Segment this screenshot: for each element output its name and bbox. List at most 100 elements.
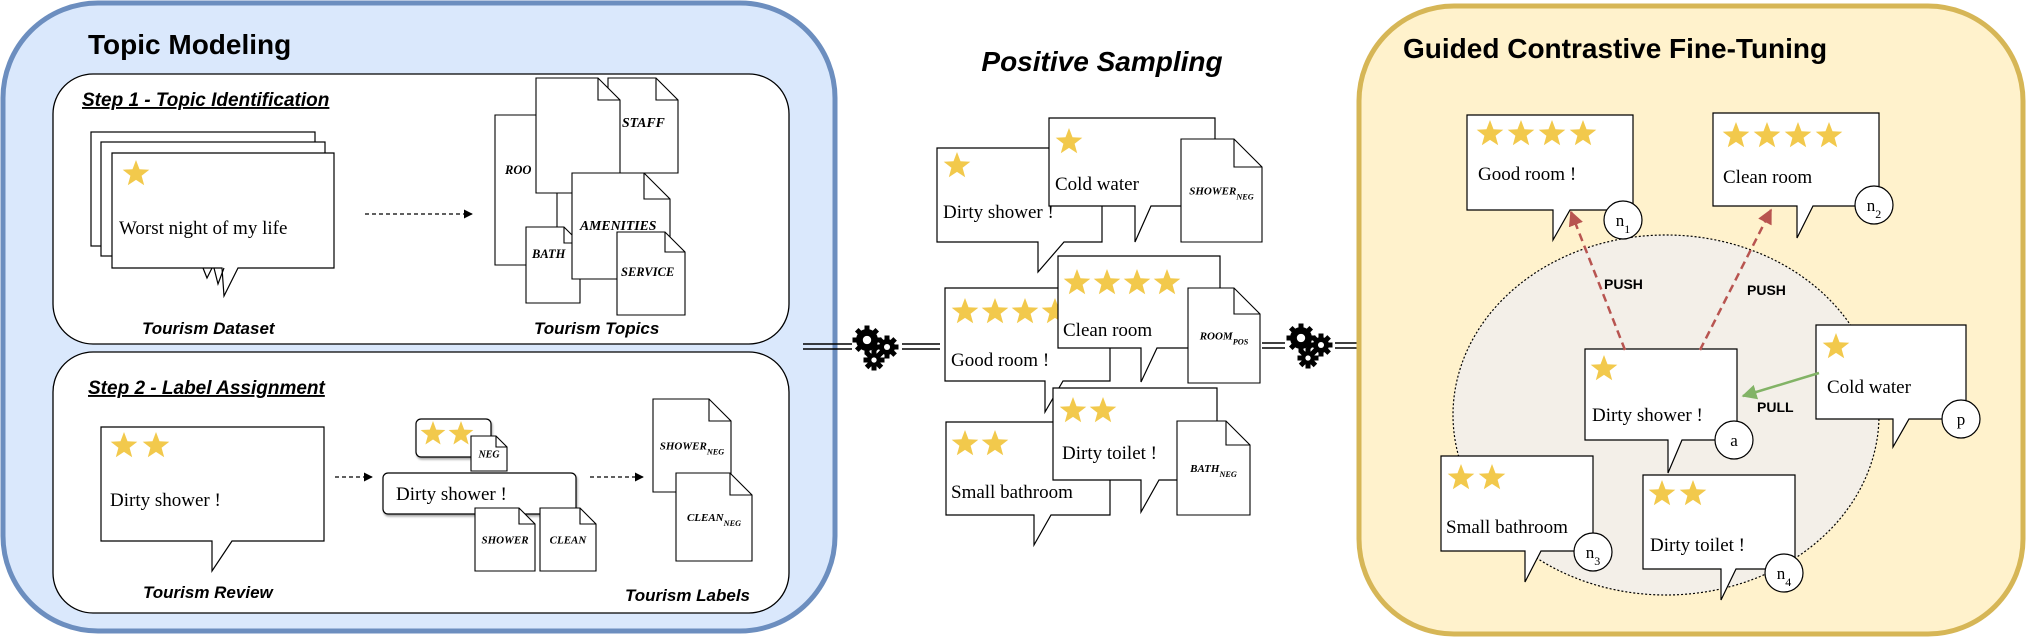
tourism-dataset-stack: Worst night of my life — [90, 131, 335, 299]
star-icon — [1041, 298, 1069, 324]
push-arrow-2 — [1698, 208, 1773, 351]
speech-bubble-icon — [1712, 112, 1880, 239]
star-icon — [1648, 480, 1676, 506]
step2-middle-text: Dirty shower ! — [396, 484, 507, 505]
document-icon: BATH — [525, 226, 581, 304]
role-badge: n3 — [1573, 532, 1613, 572]
speech-bubble-icon — [1815, 324, 1967, 450]
star-icon — [1063, 269, 1091, 295]
document-icon: CLEANNEG — [675, 472, 753, 562]
topic-modeling-panel: Topic Modeling Step 1 - Topic Identifica… — [0, 0, 838, 634]
star-icon — [420, 421, 446, 445]
sample-card: Dirty toilet ! BATHNEG — [1052, 387, 1251, 516]
embedding-card: Cold water p — [1815, 324, 1981, 450]
step1-review-text: Worst night of my life — [119, 218, 287, 239]
embedding-card-text: Small bathroom — [1446, 517, 1568, 538]
document-label: CLEANNEG — [687, 512, 741, 528]
sample-card-text: Dirty shower ! — [943, 202, 1054, 223]
speech-bubble-icon — [1440, 455, 1594, 583]
document-label: ROOMPOS — [1199, 331, 1249, 347]
embedding-card-text: Dirty toilet ! — [1650, 535, 1745, 556]
speech-bubble-icon — [1642, 474, 1796, 601]
positive-sampling-title: Positive Sampling — [981, 46, 1222, 77]
star-icon — [1011, 298, 1039, 324]
document-icon: SHOWERNEG — [652, 398, 732, 493]
sample-card-text: Cold water — [1055, 174, 1140, 195]
role-badge: p — [1941, 399, 1981, 439]
document-icon: SHOWER — [474, 507, 536, 572]
document-icon: BATHNEG — [1176, 420, 1251, 516]
topic-modeling-title: Topic Modeling — [88, 29, 291, 60]
document-icon: ROOMPOS — [1187, 287, 1261, 384]
star-icon — [1722, 122, 1750, 148]
tourism-labels-label: Tourism Labels — [625, 586, 750, 605]
step1-review-stars — [122, 160, 150, 186]
sample-card-text: Good room ! — [951, 350, 1049, 371]
push-arrow-1 — [1568, 210, 1627, 351]
step2-title: Step 2 - Label Assignment — [88, 378, 326, 399]
pull-label: PULL — [1757, 399, 1794, 415]
star-icon — [1569, 120, 1597, 146]
embedding-card: Dirty toilet ! n4 — [1642, 474, 1804, 601]
document-label: CLEAN — [550, 535, 588, 547]
star-icon — [951, 430, 979, 456]
connector-left — [803, 343, 940, 350]
embedding-card: Good room ! n1 — [1466, 114, 1643, 243]
star-icon — [1059, 397, 1087, 423]
sample-card-text: Dirty toilet ! — [1062, 443, 1157, 464]
push-label-1: PUSH — [1604, 276, 1643, 292]
step2-box: Step 2 - Label Assignment Dirty shower !… — [52, 351, 790, 614]
speech-bubble-icon — [1052, 387, 1218, 515]
star-icon — [943, 152, 971, 178]
embedding-card-text: Cold water — [1827, 377, 1912, 398]
role-badge: a — [1714, 420, 1754, 460]
document-icon: NEG — [470, 435, 508, 472]
embedding-card-text: Dirty shower ! — [1592, 405, 1703, 426]
topic-label: AMENITIES — [579, 218, 657, 233]
star-icon — [1447, 464, 1475, 490]
speech-bubble-icon — [1048, 117, 1216, 243]
star-icon — [1538, 120, 1566, 146]
document-label: SHOWERNEG — [1189, 186, 1254, 202]
document-icon: STAFF — [535, 77, 665, 194]
speech-bubble-icon — [1584, 348, 1738, 474]
step2-review-stars — [110, 432, 170, 458]
role-badge: n4 — [1764, 553, 1804, 593]
sample-card-text: Small bathroom — [951, 482, 1073, 503]
star-icon — [1089, 397, 1117, 423]
star-icon — [1507, 120, 1535, 146]
step2-review-bubble: Dirty shower ! — [100, 426, 325, 573]
tourism-topics-docs: ROOWELLNESSSTAFFBATHAMENITIESSERVICE — [494, 77, 686, 316]
document-label: SHOWERNEG — [660, 441, 725, 457]
pull-arrow — [1741, 371, 1820, 400]
push-label-2: PUSH — [1747, 282, 1786, 298]
document-label: NEG — [477, 450, 500, 461]
role-badge: n1 — [1603, 200, 1643, 240]
star-icon — [122, 160, 150, 186]
star-icon — [1123, 269, 1151, 295]
step2-review-text: Dirty shower ! — [110, 490, 221, 511]
star-icon — [142, 432, 170, 458]
positive-sampling-section: Positive Sampling Dirty shower !Cold wat… — [936, 46, 1263, 548]
star-icon — [1679, 480, 1707, 506]
embedding-card-text: Good room ! — [1478, 164, 1576, 185]
star-icon — [1093, 269, 1121, 295]
contrastive-title: Guided Contrastive Fine-Tuning — [1403, 33, 1827, 64]
document-icon: CLEAN — [539, 507, 597, 572]
role-badge-text: n3 — [1586, 543, 1601, 568]
star-icon — [1476, 120, 1504, 146]
topic-label: STAFF — [622, 115, 665, 130]
star-icon — [1478, 464, 1506, 490]
topic-label: SERVICE — [621, 265, 674, 279]
speech-bubble-icon — [1466, 114, 1634, 243]
role-badge-text: a — [1730, 431, 1738, 450]
embedding-card-text: Clean room — [1723, 167, 1812, 188]
star-icon — [951, 298, 979, 324]
star-icon — [981, 298, 1009, 324]
document-label: BATHNEG — [1189, 463, 1237, 479]
sample-card-text: Clean room — [1063, 320, 1152, 341]
